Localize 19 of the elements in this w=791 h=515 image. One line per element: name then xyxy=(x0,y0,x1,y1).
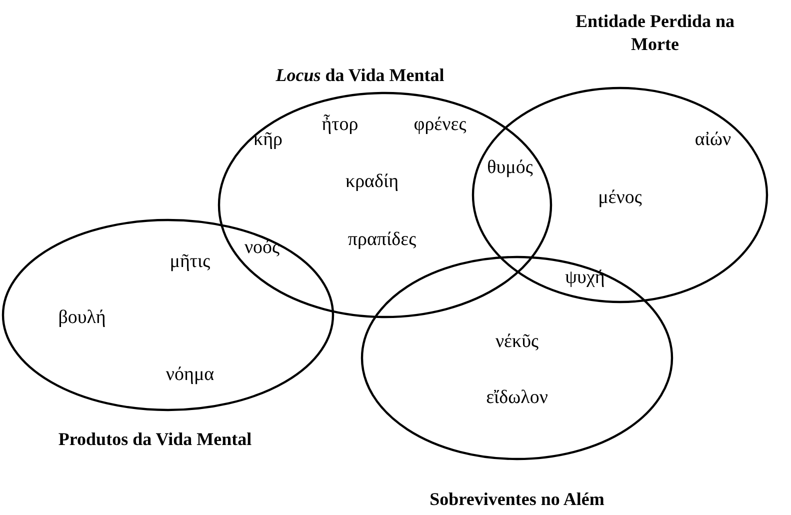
greek-term: φρένες xyxy=(414,114,466,136)
set-title: Entidade Perdida na Morte xyxy=(574,10,736,56)
greek-term: πραπίδες xyxy=(348,229,416,251)
greek-term: αἰών xyxy=(694,129,732,151)
greek-term: νέκῦς xyxy=(495,331,539,353)
set-title: Sobreviventes no Além xyxy=(428,488,606,511)
greek-term: νοός xyxy=(244,237,280,259)
greek-term: μένος xyxy=(598,187,642,209)
set-title: Produtos da Vida Mental xyxy=(57,428,253,451)
greek-term: βουλή xyxy=(58,307,106,329)
greek-term: νόημα xyxy=(166,364,214,386)
greek-term: κῆρ xyxy=(254,129,282,151)
greek-term: ἦτορ xyxy=(322,114,358,136)
greek-term: κραδίη xyxy=(346,171,398,193)
set-title: Locus da Vida Mental xyxy=(274,64,446,87)
greek-term: μῆτις xyxy=(170,251,210,273)
greek-term: θυμός xyxy=(487,157,533,179)
greek-term: ψυχή xyxy=(565,267,605,289)
greek-term: εἴδωλον xyxy=(486,387,548,409)
